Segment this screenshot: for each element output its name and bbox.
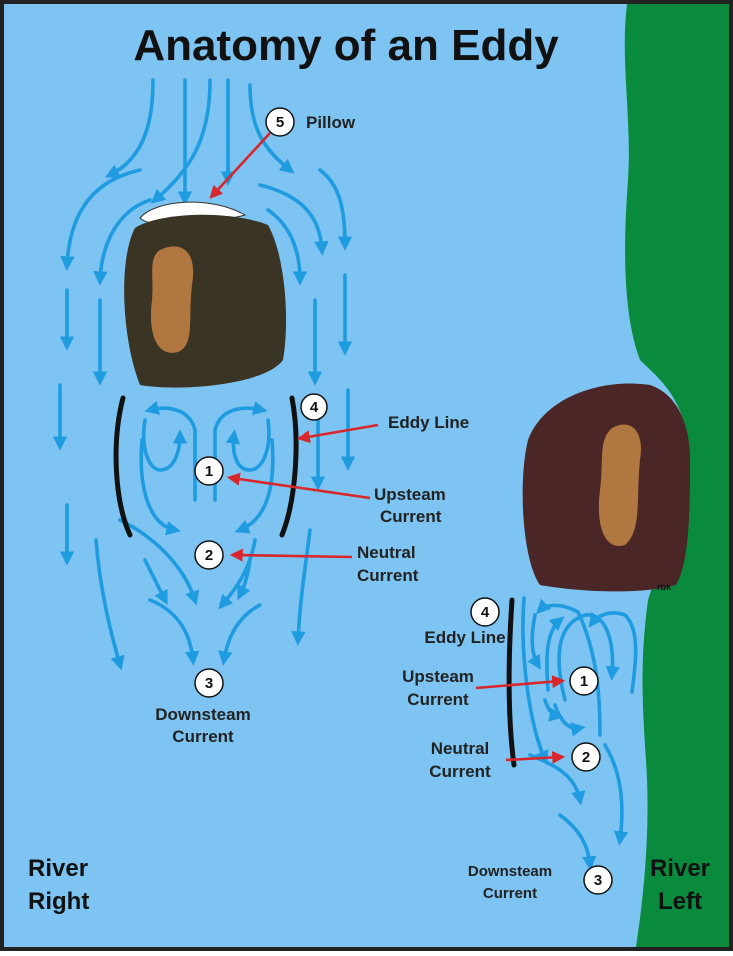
signature: rbk [657,582,672,592]
downstream-label-line1: Downsteam [155,705,250,724]
eddy-line-number: 4 [310,399,319,416]
upstream-label-line1: Upsteam [402,667,474,686]
rock-highlight-left [151,246,193,352]
neutral-label-line2: Current [429,762,491,781]
rock-highlight-right [599,425,641,546]
neutral-label-line1: Neutral [431,739,490,758]
neutral-number: 2 [205,547,213,564]
rock-boulder-left [124,215,286,388]
river-right-label-line2: Right [28,888,89,915]
neutral-number: 2 [582,749,590,766]
river-left-label-line1: River [650,855,710,882]
pillow-number: 5 [276,114,284,131]
upstream-number: 1 [205,463,213,480]
neutral-label-line1: Neutral [357,543,416,562]
pillow-label: Pillow [306,113,356,132]
downstream-number: 3 [594,872,602,889]
upstream-label-line2: Current [380,507,442,526]
eddy-line-number: 4 [481,604,490,621]
river-right-label-line1: River [28,855,88,882]
diagram-title: Anatomy of an Eddy [133,21,559,70]
downstream-label-line1: Downsteam [468,863,552,880]
neutral-label-line2: Current [357,566,419,585]
eddy-line-label: Eddy Line [424,628,505,647]
downstream-label-line2: Current [172,727,234,746]
upstream-number: 1 [580,673,588,690]
upstream-label-line1: Upsteam [374,485,446,504]
downstream-label-line2: Current [483,885,537,902]
eddy-line-label: Eddy Line [388,413,469,432]
river-left-label-line2: Left [658,888,702,915]
upstream-label-line2: Current [407,690,469,709]
downstream-number: 3 [205,675,213,692]
